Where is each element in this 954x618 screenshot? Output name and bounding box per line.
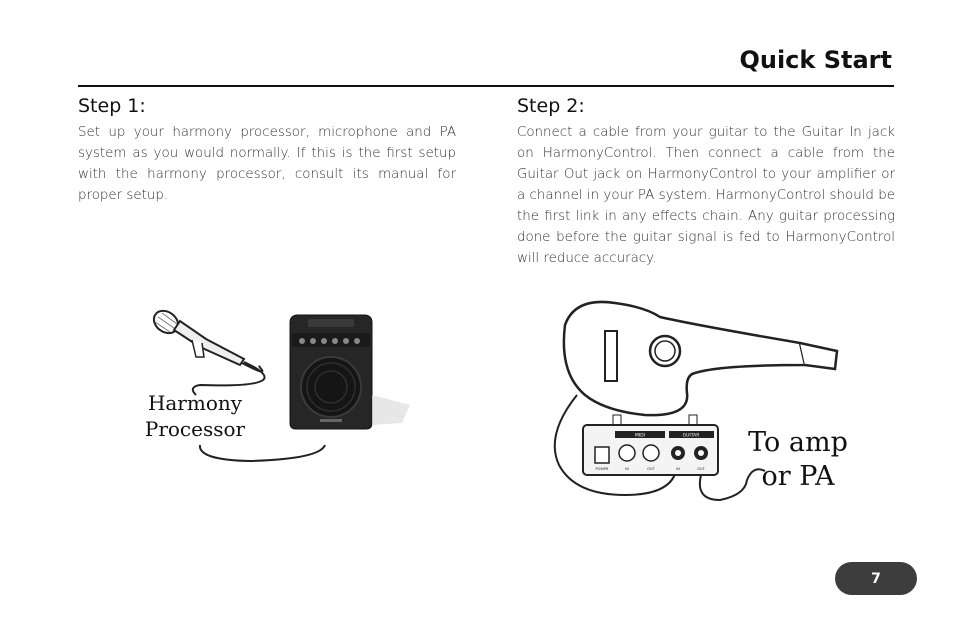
to-amp-label: To amp or PA [738,426,858,494]
microphone-processor-illustration [152,309,410,463]
harmony-processor-icon [289,314,410,430]
step1-text: Set up your harmony processor, microphon… [78,125,456,203]
amp-label-line2: or PA [761,461,835,492]
step2-heading: Step 2: [517,95,585,117]
panel-power-label: POWER [596,467,610,471]
power-jack-icon [594,446,610,464]
page-number: 7 [871,570,881,587]
panel-midi-out-label: OUT [647,467,655,471]
midi-out-jack-icon [642,444,660,462]
microphone-icon [152,309,246,367]
header-rule [78,85,894,87]
amp-label-line1: To amp [748,427,848,458]
midi-in-jack-icon [618,444,636,462]
panel-midi-in-label: IN [625,467,629,471]
page-number-badge: 7 [835,562,917,595]
panel-guitar-out-label: OUT [697,467,705,471]
page-title: Quick Start [739,46,892,74]
step1-heading: Step 1: [78,95,146,117]
guitar-harmonycontrol-illustration: MIDI GUITAR POWER IN OUT IN OUT [553,300,839,502]
harmonycontrol-unit: MIDI GUITAR POWER IN OUT IN OUT [582,414,719,476]
panel-guitar-in-label: IN [676,467,680,471]
harmony-label-line2: Processor [144,417,246,441]
step2-text: Connect a cable from your guitar to the … [517,125,895,266]
harmony-label-line1: Harmony [147,391,243,415]
guitar-icon [562,300,839,417]
panel-midi-label: MIDI [635,433,645,439]
harmony-processor-label: Harmony Processor [130,390,260,442]
panel-guitar-label: GUITAR [683,433,700,439]
